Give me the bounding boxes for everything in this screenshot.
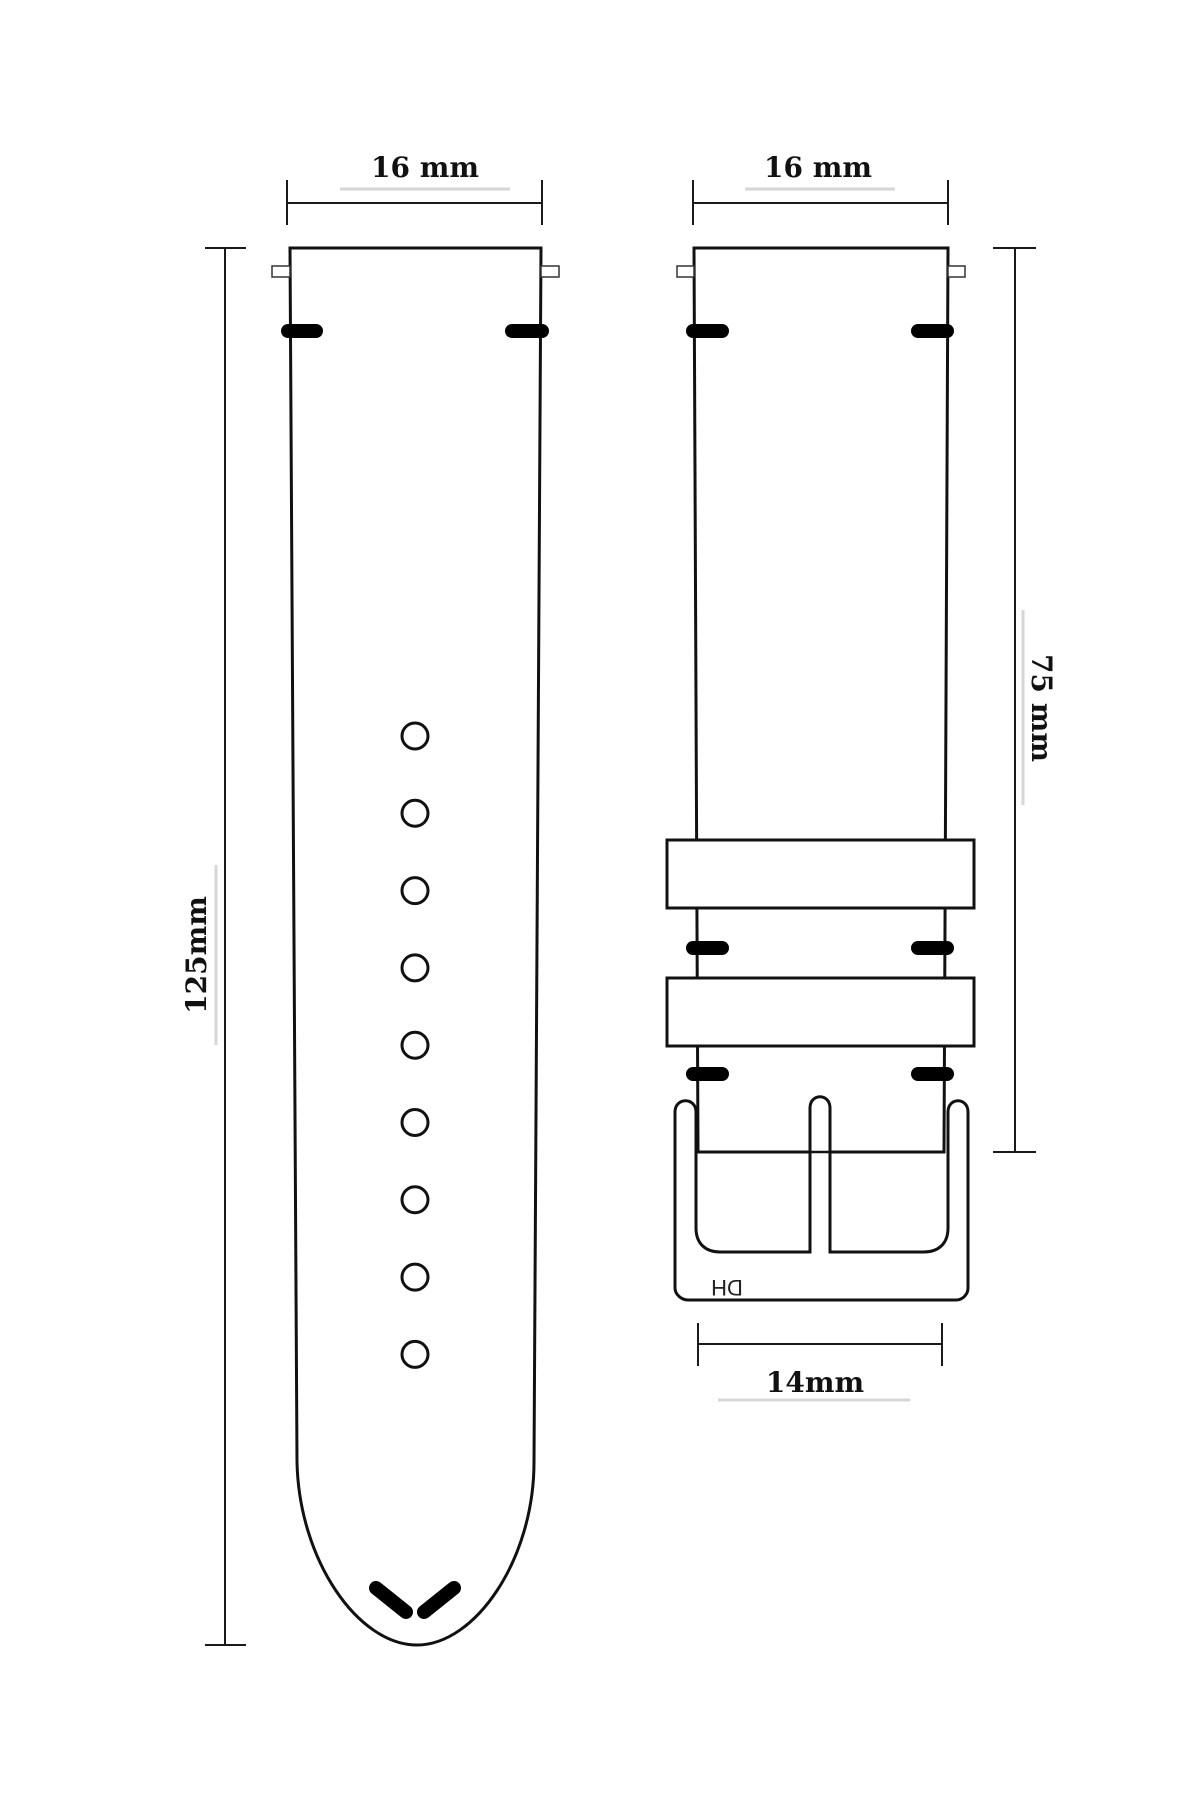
long-strap-width-dimension: 16 mm — [286, 151, 543, 225]
strap-hole — [400, 721, 430, 751]
short-strap-width-dimension: 16 mm — [692, 151, 949, 225]
spring-bar-pin — [540, 265, 560, 278]
short-strap-length-label: 75 mm — [1025, 654, 1058, 762]
long-strap: 16 mm 125mm — [180, 151, 560, 1647]
short-strap-width-label: 16 mm — [764, 151, 872, 184]
strap-holes — [400, 721, 430, 1369]
buckle: DH — [673, 1095, 970, 1302]
short-strap-length-dimension: 75 mm — [993, 247, 1058, 1153]
long-strap-length-dimension: 125mm — [180, 247, 246, 1646]
strap-hole — [400, 1108, 430, 1137]
strap-hole — [400, 1030, 430, 1060]
strap-keeper — [665, 838, 976, 910]
buckle-logo: DH — [711, 1275, 743, 1300]
strap-hole — [400, 1262, 430, 1292]
tip-stitch-mark — [417, 1581, 461, 1619]
strap-hole — [400, 953, 430, 983]
spring-bar-pin — [676, 265, 695, 278]
strap-hole — [400, 1339, 430, 1369]
long-strap-body — [288, 246, 543, 1647]
strap-hole — [400, 1185, 430, 1215]
strap-hole — [400, 876, 430, 906]
spring-bar-pin — [947, 265, 966, 278]
long-strap-width-label: 16 mm — [371, 151, 479, 184]
short-strap: 16 mm 75 mm DH — [665, 151, 1058, 1402]
buckle-width-label: 14mm — [766, 1366, 864, 1399]
buckle-width-dimension: 14mm — [697, 1323, 943, 1402]
tip-stitch-mark — [369, 1581, 413, 1619]
long-strap-length-label: 125mm — [180, 896, 213, 1014]
strap-keeper — [665, 976, 976, 1048]
strap-hole — [400, 798, 430, 828]
spring-bar-pin — [271, 265, 291, 278]
